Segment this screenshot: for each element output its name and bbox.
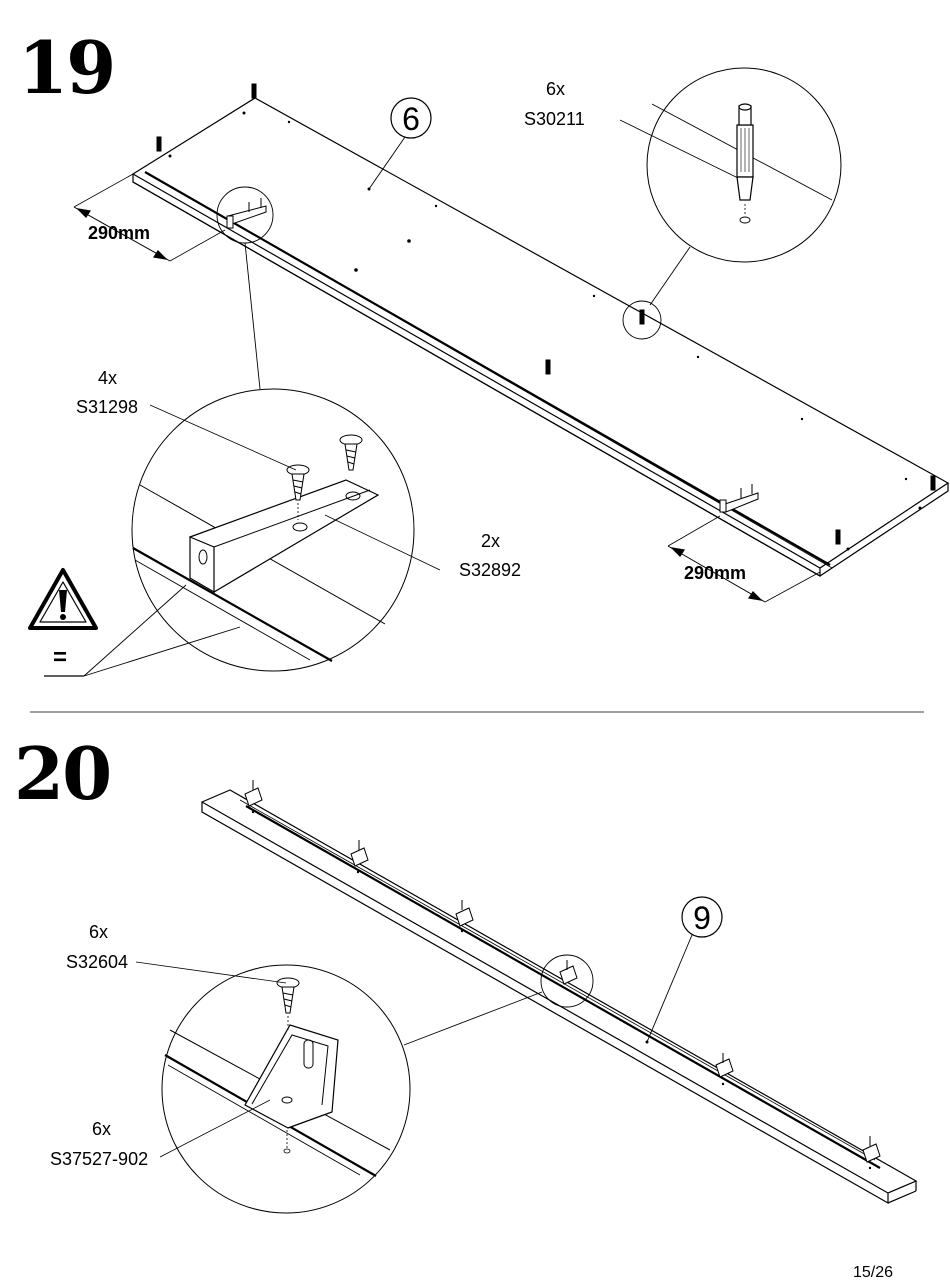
- bracket-magnifier: [131, 242, 441, 672]
- callout-dowel-qty: 6x: [546, 79, 566, 99]
- callout-bracket-code: S32892: [459, 560, 522, 580]
- callout-bracket-qty: 2x: [481, 531, 501, 551]
- callout-bracket20-code: S37527-902: [50, 1149, 149, 1169]
- callout-dowel-code: S30211: [524, 109, 585, 129]
- rail-9-drawing: [200, 780, 918, 1205]
- dimension-left: 290mm: [88, 223, 151, 243]
- part-6-circle: [390, 97, 432, 139]
- step-number-20: 20: [14, 731, 112, 816]
- dimension-right: 290mm: [684, 563, 747, 583]
- callout-screw20-code: S32604: [66, 952, 129, 972]
- callout-bracket20-qty: 6x: [92, 1119, 112, 1139]
- panel-6-drawing: [73, 83, 950, 603]
- dowel-magnifier: [619, 67, 842, 306]
- callout-screw-code: S31298: [76, 397, 139, 417]
- callout-screw20-qty: 6x: [89, 922, 109, 942]
- part-label-6: 6: [402, 101, 420, 137]
- part-9-circle: [681, 896, 723, 938]
- page-number: 15/26: [852, 1264, 893, 1281]
- step-number-19: 19: [18, 25, 116, 110]
- warning-icon: [28, 568, 241, 677]
- rail-bracket-magnifier: [135, 961, 543, 1214]
- warning-equals-sign: =: [53, 644, 68, 671]
- callout-screw-qty: 4x: [98, 368, 118, 388]
- part-label-9: 9: [693, 900, 711, 936]
